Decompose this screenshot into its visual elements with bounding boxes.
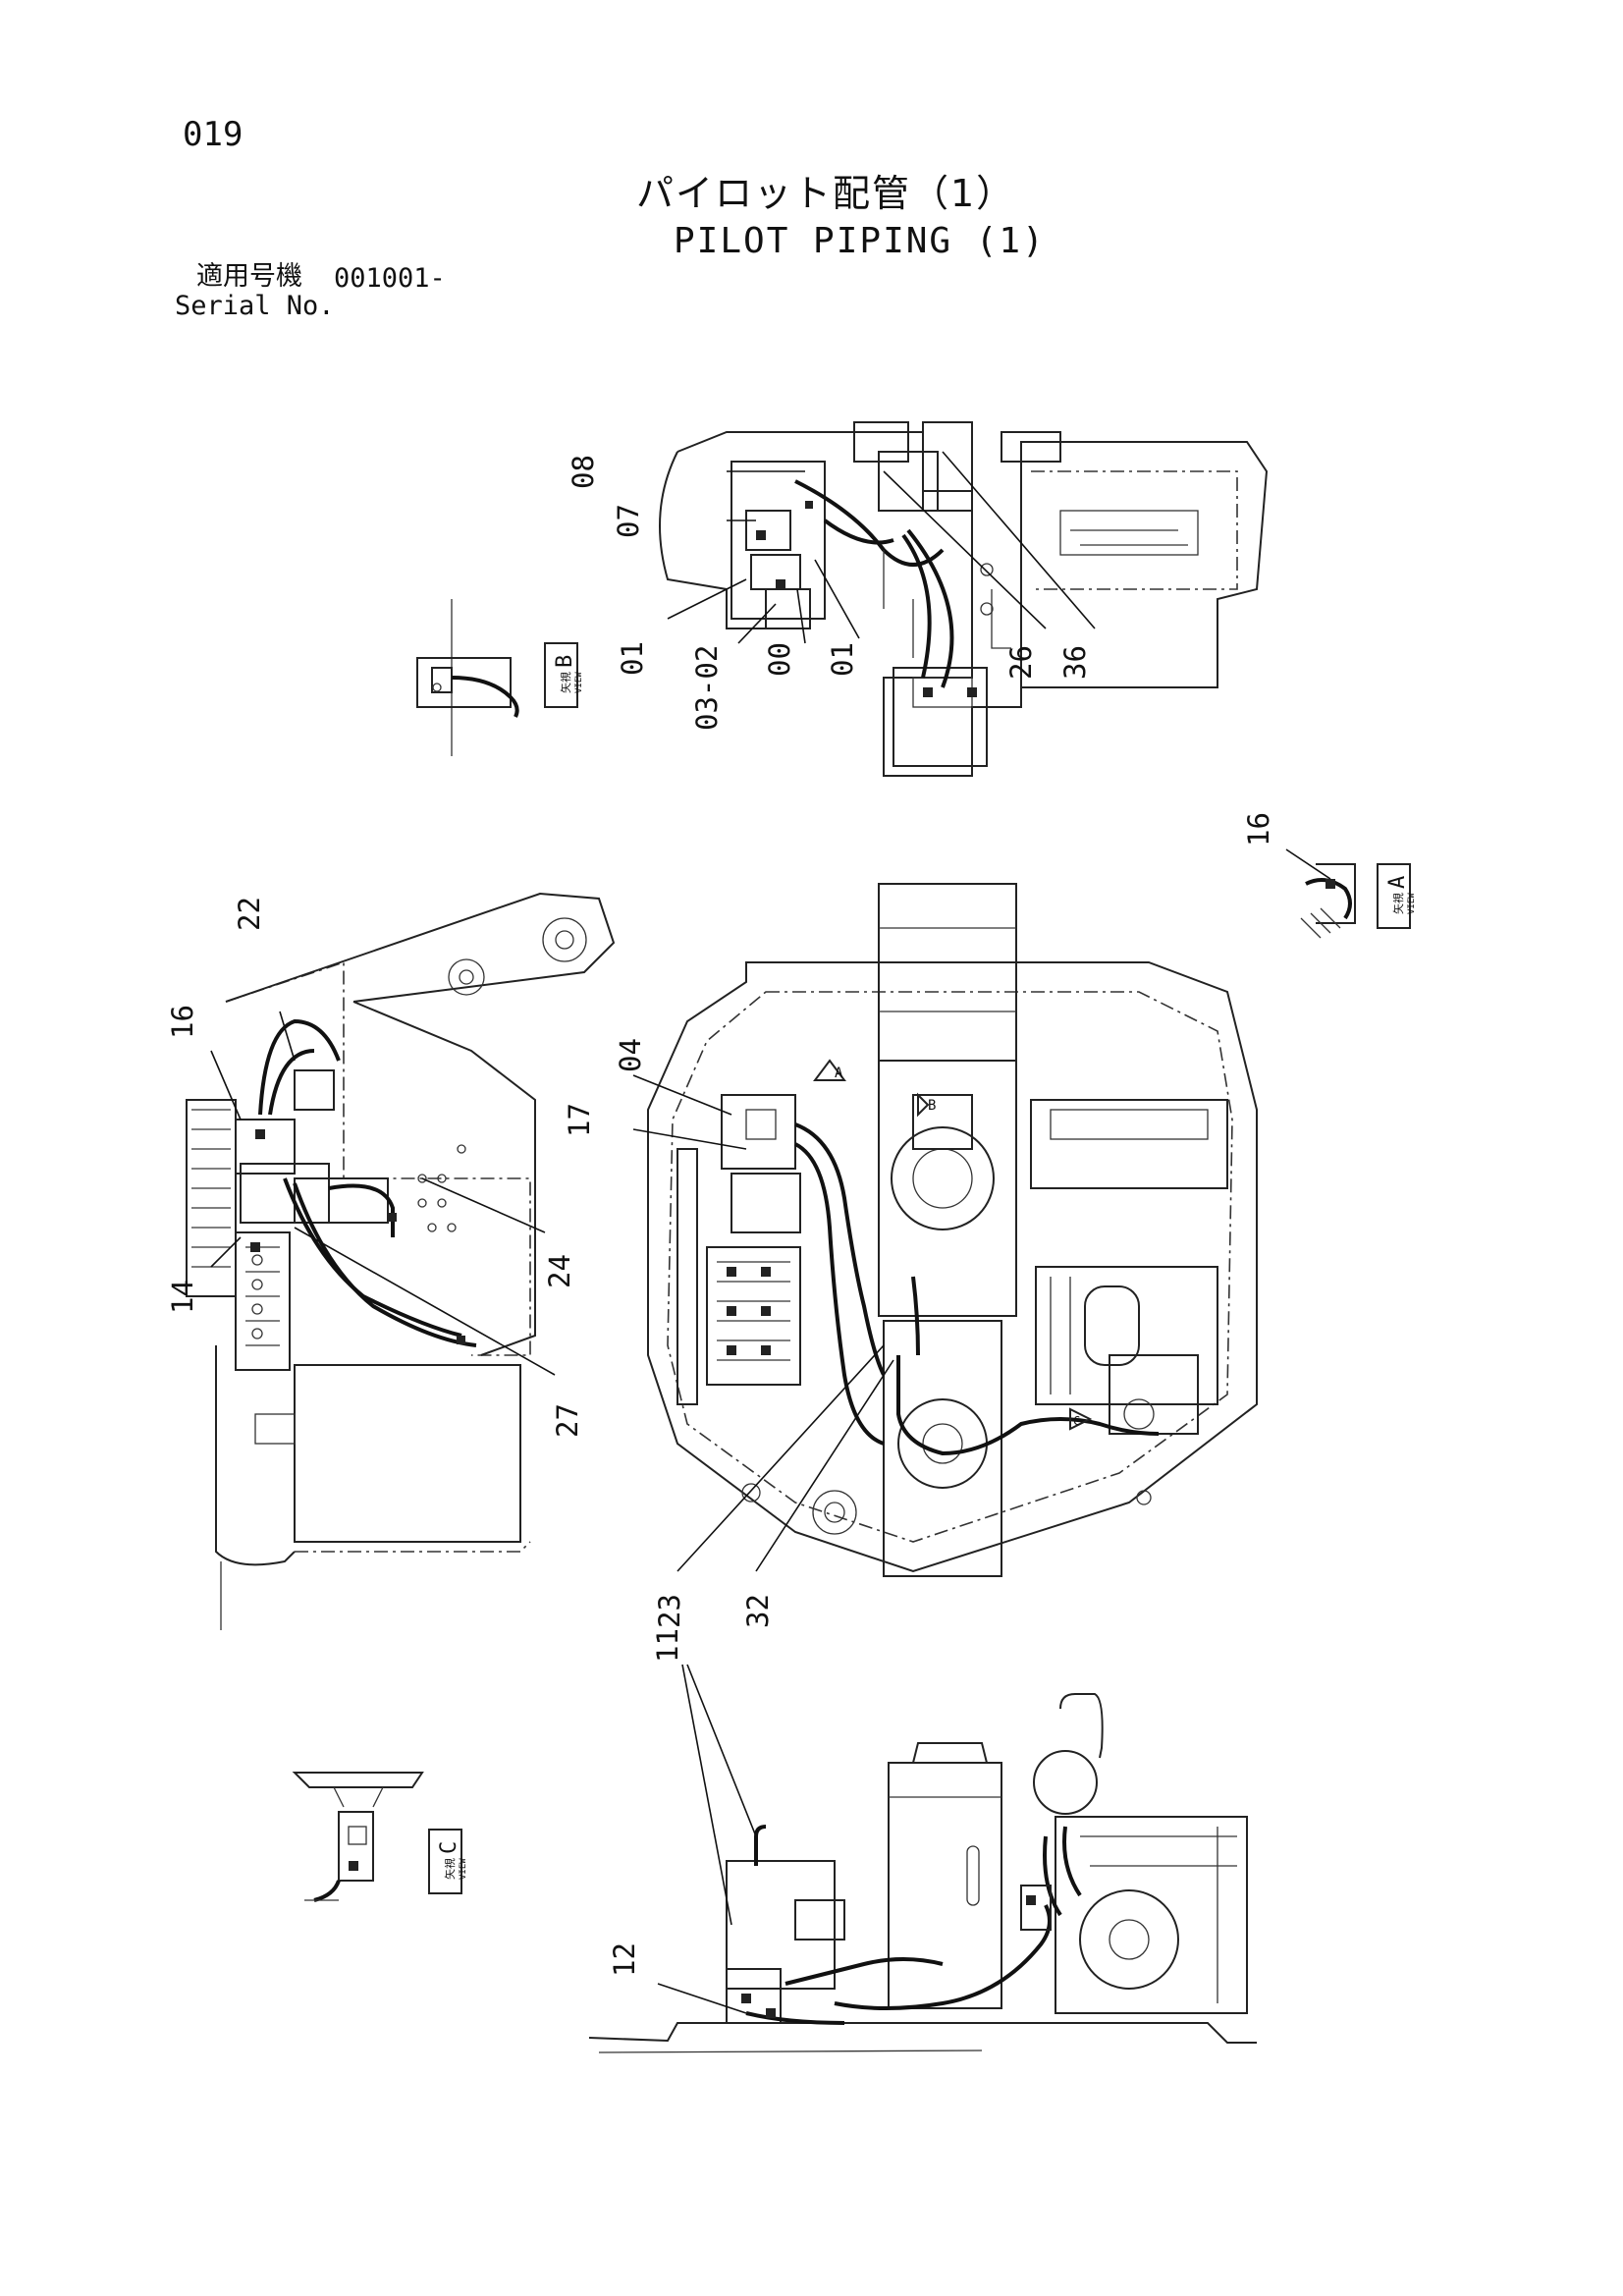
callout-12: 12 — [608, 1942, 641, 1977]
page-number: 019 — [183, 115, 243, 154]
callout-17: 17 — [563, 1103, 596, 1137]
svg-text:VIEW: VIEW — [1407, 893, 1417, 914]
page-title-japanese: パイロット配管（1） — [636, 172, 1016, 215]
svg-text:C: C — [1073, 1414, 1080, 1428]
callout-27: 27 — [551, 1403, 584, 1438]
view-c-label: 矢視 VIEW C — [428, 1829, 468, 1894]
view-a-label: 矢視 VIEW A — [1377, 863, 1417, 929]
callout-11: 11 — [651, 1628, 684, 1663]
bottom-side-assembly — [588, 1664, 1257, 2053]
svg-text:B: B — [553, 655, 577, 668]
top-assembly — [659, 421, 1269, 777]
callout-16-view-a: 16 — [1242, 812, 1275, 847]
svg-text:A: A — [835, 1066, 843, 1081]
svg-text:矢視: 矢視 — [559, 672, 572, 693]
callout-24: 24 — [543, 1254, 576, 1288]
callout-01-right: 01 — [826, 642, 859, 677]
callout-26: 26 — [1004, 645, 1038, 680]
svg-text:A: A — [1385, 876, 1410, 889]
left-side-assembly — [186, 892, 616, 1630]
callout-22: 22 — [233, 897, 266, 931]
serial-number-range: 001001- — [334, 263, 446, 294]
view-b-detail — [416, 599, 519, 756]
callout-08: 08 — [567, 455, 600, 489]
callout-32: 32 — [741, 1594, 775, 1628]
serial-label-japanese: 適用号機 — [196, 261, 302, 292]
view-a-detail — [1300, 863, 1356, 939]
callout-16-side: 16 — [166, 1005, 199, 1039]
callout-14: 14 — [166, 1280, 199, 1314]
callout-36: 36 — [1058, 645, 1092, 680]
svg-text:VIEW: VIEW — [574, 672, 584, 693]
callout-07: 07 — [612, 504, 645, 538]
callout-23: 23 — [653, 1594, 686, 1628]
leader-16-view-a — [1285, 848, 1331, 880]
svg-text:B: B — [928, 1098, 936, 1114]
view-c-detail — [292, 1772, 424, 1902]
center-top-view: A B C — [632, 883, 1258, 1577]
serial-label-english: Serial No. — [175, 291, 335, 321]
page-title-english: PILOT PIPING (1) — [674, 221, 1046, 261]
callout-00: 00 — [763, 642, 796, 677]
callout-03-02: 03-02 — [690, 645, 724, 731]
callout-labels: 08 07 01 03-02 00 01 26 36 16 22 16 14 2… — [166, 455, 1275, 1977]
svg-text:矢視: 矢視 — [1391, 893, 1405, 914]
callout-01-left: 01 — [616, 641, 649, 676]
svg-text:矢視: 矢視 — [443, 1858, 457, 1880]
svg-text:VIEW: VIEW — [459, 1858, 468, 1880]
callout-04: 04 — [614, 1038, 647, 1072]
svg-text:C: C — [437, 1841, 461, 1854]
view-b-label: 矢視 VIEW B — [544, 642, 584, 708]
